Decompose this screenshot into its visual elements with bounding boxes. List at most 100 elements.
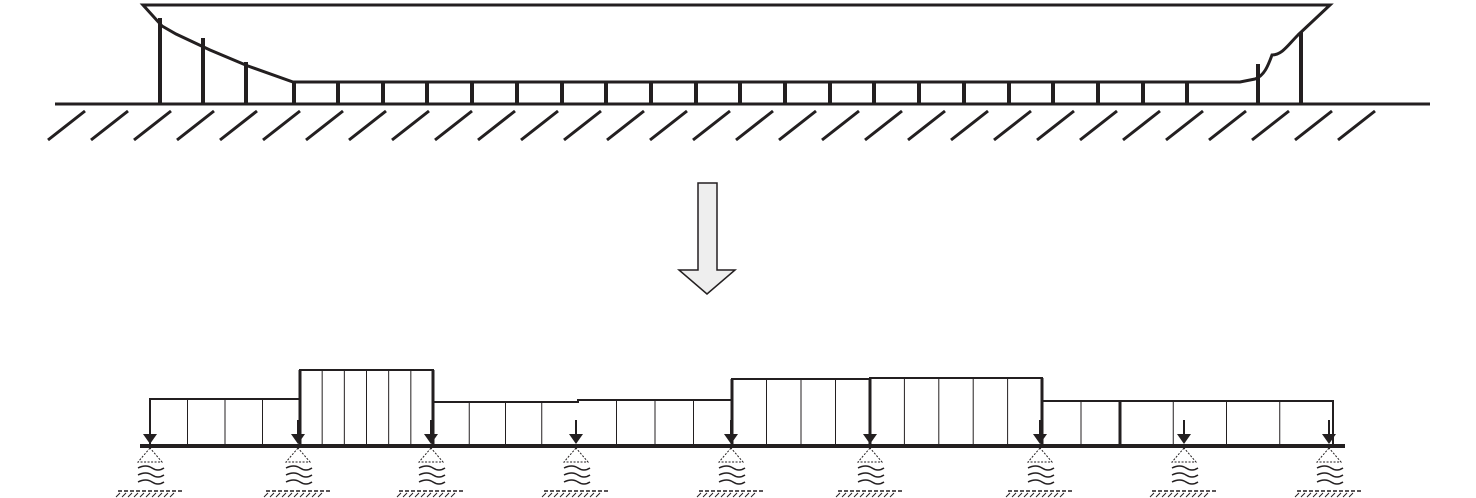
support-ground-hatch bbox=[1179, 492, 1185, 498]
support-pin bbox=[417, 447, 445, 463]
support-ground-hatch bbox=[1149, 492, 1155, 498]
support-ground-hatch bbox=[414, 492, 420, 498]
support-ground-hatch bbox=[317, 492, 323, 498]
support-ground-hatch bbox=[293, 492, 299, 498]
support-ground-hatch bbox=[163, 492, 169, 498]
hatch-stroke bbox=[864, 109, 903, 142]
support-ground-hatch bbox=[1047, 492, 1053, 498]
ground-hatching bbox=[47, 109, 1376, 142]
support-spring bbox=[857, 465, 885, 471]
support-ground-hatch bbox=[1059, 492, 1065, 498]
support-ground-hatch bbox=[889, 492, 895, 498]
support-spring bbox=[563, 472, 591, 478]
support-ground-hatch bbox=[396, 492, 402, 498]
support-ground-hatch bbox=[835, 492, 841, 498]
support-ground-hatch bbox=[1023, 492, 1029, 498]
support-ground-hatch bbox=[1197, 492, 1203, 498]
hatch-stroke bbox=[1036, 109, 1075, 142]
support-ground-hatch bbox=[541, 492, 547, 498]
support-ground-hatch bbox=[299, 492, 305, 498]
support-pin bbox=[717, 447, 745, 463]
hatch-stroke bbox=[262, 109, 301, 142]
support-ground-hatch bbox=[1300, 492, 1306, 498]
support-ground-hatch bbox=[732, 492, 738, 498]
load-dividers bbox=[187, 370, 1281, 446]
hatch-stroke bbox=[563, 109, 602, 142]
hatch-stroke bbox=[649, 109, 688, 142]
hatch-stroke bbox=[305, 109, 344, 142]
support-ground-hatch bbox=[127, 492, 133, 498]
support-ground-hatch bbox=[1029, 492, 1035, 498]
support-ground-hatch bbox=[121, 492, 127, 498]
spring-supports bbox=[115, 420, 1361, 498]
support-ground-hatch bbox=[444, 492, 450, 498]
support-ground-hatch bbox=[281, 492, 287, 498]
support-ground-hatch bbox=[426, 492, 432, 498]
support-spring bbox=[718, 479, 746, 485]
support-pin bbox=[562, 447, 590, 463]
support-ground-hatch bbox=[708, 492, 714, 498]
support-ground-hatch bbox=[1017, 492, 1023, 498]
support-arrow-head bbox=[291, 434, 305, 444]
support-ground-hatch bbox=[702, 492, 708, 498]
hatch-stroke bbox=[1294, 109, 1333, 142]
support-spring bbox=[718, 465, 746, 471]
support-ground-hatch bbox=[583, 492, 589, 498]
hatch-stroke bbox=[950, 109, 989, 142]
support-ground-hatch bbox=[133, 492, 139, 498]
support-spring bbox=[137, 465, 165, 471]
support-ground-hatch bbox=[577, 492, 583, 498]
support-ground-hatch bbox=[1318, 492, 1324, 498]
hatch-stroke bbox=[520, 109, 559, 142]
hatch-stroke bbox=[692, 109, 731, 142]
support-ground-hatch bbox=[1167, 492, 1173, 498]
support-ground-hatch bbox=[595, 492, 601, 498]
support-arrow-head bbox=[424, 434, 438, 444]
hatch-stroke bbox=[477, 109, 516, 142]
support-arrow-head bbox=[1177, 434, 1191, 444]
support-ground-hatch bbox=[1053, 492, 1059, 498]
support-spring bbox=[563, 465, 591, 471]
support-ground-hatch bbox=[726, 492, 732, 498]
support-ground-hatch bbox=[714, 492, 720, 498]
support-arrow-head bbox=[1322, 434, 1336, 444]
support-ground-hatch bbox=[1011, 492, 1017, 498]
down-arrow bbox=[676, 182, 738, 295]
support-ground-hatch bbox=[287, 492, 293, 498]
support-4 bbox=[541, 420, 608, 498]
support-arrow-head bbox=[569, 434, 583, 444]
support-ground-hatch bbox=[571, 492, 577, 498]
support-spring bbox=[285, 479, 313, 485]
support-ground-hatch bbox=[1041, 492, 1047, 498]
support-spring bbox=[1171, 472, 1199, 478]
support-3 bbox=[396, 420, 463, 498]
support-ground-hatch bbox=[1342, 492, 1348, 498]
hatch-stroke bbox=[176, 109, 215, 142]
hatch-stroke bbox=[1122, 109, 1161, 142]
support-ground-hatch bbox=[877, 492, 883, 498]
support-ground-hatch bbox=[1312, 492, 1318, 498]
support-ground-hatch bbox=[1348, 492, 1354, 498]
support-arrow-head bbox=[863, 434, 877, 444]
support-spring bbox=[857, 472, 885, 478]
support-ground-hatch bbox=[720, 492, 726, 498]
support-spring bbox=[1316, 465, 1344, 471]
support-ground-hatch bbox=[1336, 492, 1342, 498]
support-spring bbox=[1316, 472, 1344, 478]
support-ground-hatch bbox=[750, 492, 756, 498]
support-spring bbox=[1027, 465, 1055, 471]
hatch-stroke bbox=[391, 109, 430, 142]
support-spring bbox=[418, 472, 446, 478]
support-ground-hatch bbox=[565, 492, 571, 498]
support-ground-hatch bbox=[1185, 492, 1191, 498]
support-ground-hatch bbox=[871, 492, 877, 498]
support-ground-hatch bbox=[559, 492, 565, 498]
support-ground-hatch bbox=[157, 492, 163, 498]
support-spring bbox=[285, 465, 313, 471]
support-pin bbox=[856, 447, 884, 463]
hatch-stroke bbox=[735, 109, 774, 142]
support-spring bbox=[1316, 479, 1344, 485]
support-spring bbox=[1027, 472, 1055, 478]
support-arrow-head bbox=[143, 434, 157, 444]
